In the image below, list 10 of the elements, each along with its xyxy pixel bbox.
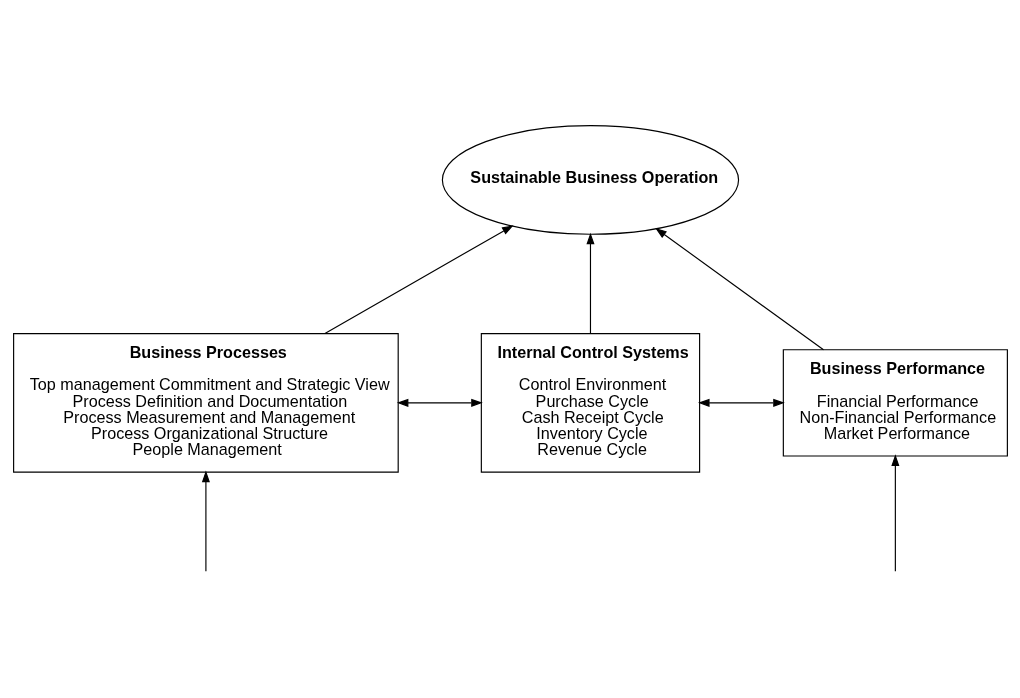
arrow — [396, 398, 483, 407]
node-box: Internal Control Systems Control Environment Purchase Cycle Cash Receipt Cycle Inventory Cycle Revenue Cycle — [480, 333, 700, 473]
node-box: Business Processes Top management Commitment and Strategic View Process Definition and Documentation Process Measurement and Management Process Organizational Structure People Management — [12, 333, 399, 473]
arrow — [697, 398, 785, 407]
arrow — [323, 225, 514, 334]
arrow — [585, 232, 595, 334]
arrow — [890, 454, 899, 572]
arrow — [201, 470, 210, 572]
arrow — [654, 228, 824, 351]
node-box: Business Performance Financial Performance Non-Financial Performance Market Performance — [782, 349, 1008, 457]
